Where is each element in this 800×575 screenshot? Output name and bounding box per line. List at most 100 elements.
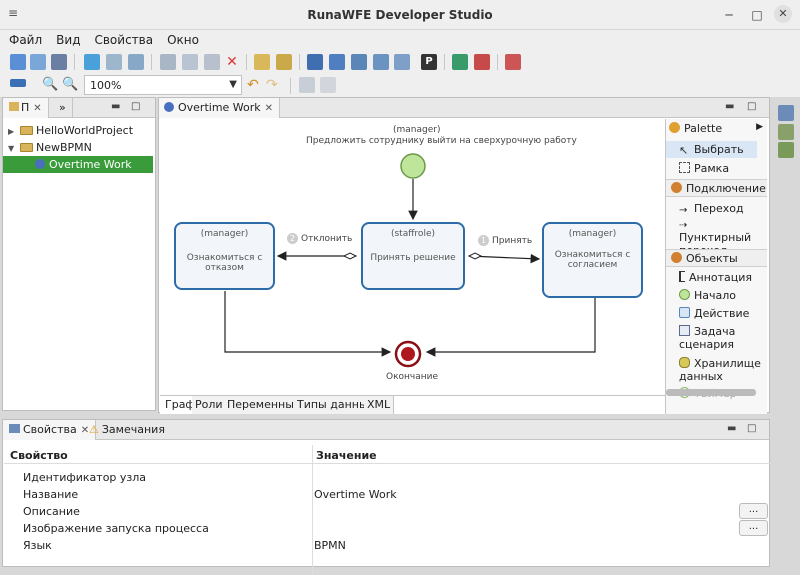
action-icon	[679, 307, 690, 318]
tab-roles[interactable]: Роли	[192, 396, 227, 414]
palette-transition[interactable]: →Переход	[679, 202, 744, 216]
task-accept[interactable]: (manager) Ознакомиться с согласием	[542, 222, 643, 298]
palette-action[interactable]: Действие	[666, 305, 767, 322]
maximize-icon[interactable]: □	[751, 8, 763, 22]
tree-item-helloworldproject[interactable]: ▶HelloWorldProject	[8, 124, 134, 137]
import-icon[interactable]	[254, 54, 270, 70]
arrow-icon: →	[679, 205, 688, 216]
task-reject[interactable]: (manager) Ознакомиться с отказом	[174, 222, 275, 290]
annotation-icon	[679, 271, 685, 282]
undo-icon[interactable]: ↶	[247, 77, 259, 93]
palette-annotation[interactable]: Аннотация	[666, 269, 767, 286]
parameters-icon[interactable]: P	[421, 54, 437, 70]
maximize-view-icon[interactable]: □	[747, 423, 757, 434]
table-row[interactable]: Название Overtime Work	[23, 488, 397, 501]
tab-variables[interactable]: Переменные	[224, 396, 305, 414]
palette-start[interactable]: Начало	[666, 287, 767, 304]
tab-data-types[interactable]: Типы данных	[294, 396, 379, 414]
tab-projects[interactable]: П✕	[3, 98, 49, 118]
connection-icon	[671, 182, 682, 193]
new-project-icon[interactable]	[10, 54, 26, 70]
task-decide[interactable]: (staffrole) Принять решение	[361, 222, 465, 290]
chevron-down-icon[interactable]: ▼	[229, 79, 237, 90]
save-all-icon[interactable]	[182, 54, 198, 70]
palette-objects-header[interactable]: Объекты	[666, 249, 767, 267]
collapse-tree-icon[interactable]: ▼	[8, 144, 15, 153]
palette-connection-header[interactable]: Подключение	[666, 179, 767, 197]
menu-view[interactable]: Вид	[56, 33, 81, 47]
menu-properties[interactable]: Свойства	[94, 33, 154, 47]
maximize-view-icon[interactable]: □	[747, 101, 757, 112]
table-row[interactable]: Изображение запуска процесса ...	[4, 520, 770, 537]
layout-icon[interactable]	[329, 54, 345, 70]
palette-scrollbar[interactable]	[666, 389, 756, 396]
menu-file[interactable]: Файл	[9, 33, 43, 47]
tab-properties[interactable]: Свойства✕	[3, 420, 97, 440]
minimize-view-icon[interactable]: ▬	[111, 101, 121, 112]
redo-icon[interactable]: ↷	[266, 77, 278, 93]
zoom-out-icon[interactable]: 🔍	[42, 77, 59, 92]
expand-icon[interactable]: ▶	[8, 127, 15, 136]
close-tab-icon[interactable]: ✕	[80, 425, 90, 436]
save-icon[interactable]	[160, 54, 176, 70]
secondary-toolbar: 🔍 🔍 100% ▼ ↶ ↷	[0, 74, 800, 97]
table-row[interactable]: Язык BPMN	[23, 539, 346, 552]
diagram-canvas[interactable]: (manager) Предложить сотруднику выйти на…	[160, 119, 665, 395]
globe-icon[interactable]	[84, 54, 100, 70]
connect-icon[interactable]	[106, 54, 122, 70]
tab-overflow[interactable]: »	[53, 98, 73, 118]
maximize-view-icon[interactable]: □	[131, 101, 141, 112]
copy-icon[interactable]	[204, 54, 220, 70]
tab-overtime-work[interactable]: Overtime Work✕	[159, 98, 281, 118]
palette-header[interactable]: Palette ▶	[666, 122, 767, 138]
refresh-icon[interactable]	[452, 54, 468, 70]
tab-problems[interactable]: ⚠Замечания	[89, 423, 165, 436]
debug-icon[interactable]	[505, 54, 521, 70]
objects-icon	[671, 252, 682, 263]
flow-reject-to-end	[224, 291, 392, 357]
export-icon[interactable]	[128, 54, 144, 70]
perspective-icon[interactable]	[778, 105, 794, 121]
delete-icon[interactable]: ✕	[226, 54, 238, 70]
minimize-view-icon[interactable]: ▬	[725, 101, 735, 112]
new-process-icon[interactable]	[30, 54, 46, 70]
window-menu-icon[interactable]: ≡	[8, 6, 19, 20]
palette-script-task[interactable]: Задача сценария	[679, 325, 736, 351]
palette-expand-icon[interactable]: ▶	[756, 122, 763, 132]
align-icon[interactable]	[307, 54, 323, 70]
folder-icon	[20, 126, 33, 135]
tree-item-overtime-work[interactable]: Overtime Work	[3, 156, 153, 173]
zoom-combo[interactable]: 100% ▼	[84, 75, 242, 95]
palette-datastore[interactable]: Хранилище данных	[679, 357, 761, 383]
close-tab-icon[interactable]: ✕	[33, 103, 42, 114]
palette-dashed-transition[interactable]: ⇢Пунктирный переход	[679, 220, 752, 257]
minimize-icon[interactable]: ─	[725, 8, 733, 22]
distribute-icon[interactable]	[351, 54, 367, 70]
edit-description-button[interactable]: ...	[739, 503, 768, 519]
perspective-bpmn-icon[interactable]	[778, 124, 794, 140]
perspective-debug-icon[interactable]	[778, 142, 794, 158]
collapse-icon[interactable]	[10, 79, 26, 87]
arrange-icon[interactable]	[394, 54, 410, 70]
table-row[interactable]: Описание ...	[4, 503, 770, 520]
copy-format-icon[interactable]	[299, 77, 315, 93]
edit-start-image-button[interactable]: ...	[739, 520, 768, 536]
resize-icon[interactable]	[373, 54, 389, 70]
zoom-in-icon[interactable]: 🔍	[62, 77, 79, 92]
palette-select[interactable]: ↖Выбрать	[666, 141, 757, 158]
close-icon[interactable]: ✕	[774, 5, 792, 23]
minimize-view-icon[interactable]: ▬	[727, 423, 737, 434]
settings-icon[interactable]	[51, 54, 67, 70]
table-row[interactable]: Идентификатор узла	[23, 471, 147, 484]
stop-icon[interactable]	[474, 54, 490, 70]
palette-marquee[interactable]: Рамка	[666, 160, 767, 177]
close-tab-icon[interactable]: ✕	[264, 103, 274, 114]
tab-xml[interactable]: XML	[364, 396, 395, 414]
properties-icon	[9, 424, 20, 433]
import-par-icon[interactable]	[276, 54, 292, 70]
paste-format-icon[interactable]	[320, 77, 336, 93]
menu-window[interactable]: Окно	[167, 33, 199, 47]
tree-item-newbpmn[interactable]: ▼NewBPMN	[8, 141, 92, 154]
